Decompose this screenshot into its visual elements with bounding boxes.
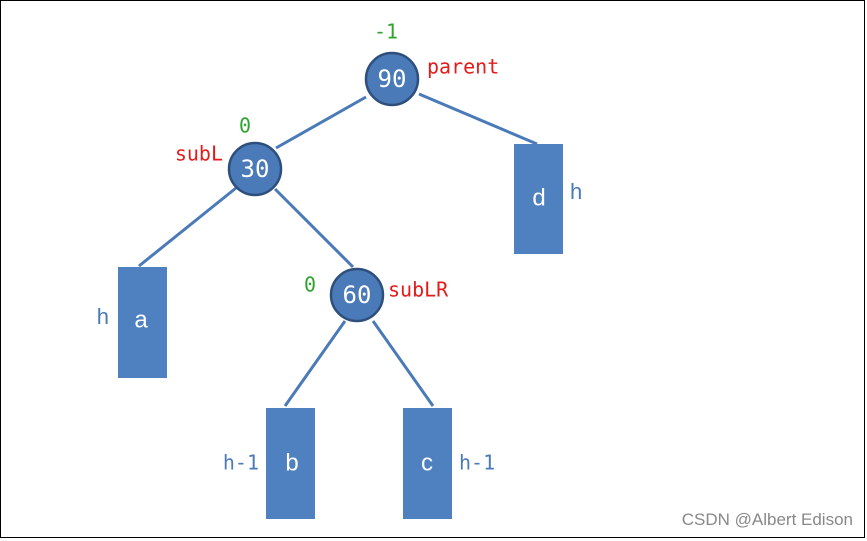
- subtree-a-label: a: [134, 306, 148, 333]
- subtree-c-box: [403, 408, 452, 519]
- edge-90-d: [418, 92, 538, 146]
- subtree-a-box: [118, 267, 167, 378]
- subtree-d-height: h: [570, 179, 582, 204]
- subtree-c-height: h-1: [459, 451, 495, 475]
- subtree-c: c h-1: [403, 408, 495, 519]
- tree-edges: [138, 92, 538, 407]
- node-30-pointer: subL: [175, 142, 223, 166]
- subtree-b-height: h-1: [223, 451, 259, 475]
- subtree-a: a h: [97, 267, 167, 378]
- node-60-pointer: subLR: [388, 278, 449, 302]
- subtree-b-label: b: [285, 449, 298, 476]
- watermark-text: CSDN @Albert Edison: [682, 510, 853, 529]
- node-90-pointer: parent: [427, 55, 499, 79]
- node-60-balance: 0: [304, 273, 316, 297]
- node-90: 90 -1 parent: [364, 20, 499, 107]
- subtree-a-height: h: [97, 304, 109, 329]
- node-30-value: 30: [241, 155, 270, 183]
- node-30: 30 0 subL: [175, 114, 283, 197]
- subtree-b-box: [266, 408, 315, 519]
- subtree-b: b h-1: [223, 408, 315, 519]
- edge-90-30: [275, 95, 367, 150]
- node-60: 60 0 subLR: [304, 267, 449, 323]
- subtree-d-label: d: [532, 184, 545, 211]
- subtree-c-label: c: [421, 449, 433, 476]
- node-30-balance: 0: [239, 114, 251, 138]
- subtree-d: d h: [514, 144, 582, 254]
- edge-30-a: [138, 186, 237, 268]
- node-30-circle: [227, 141, 283, 197]
- edge-60-c: [371, 320, 435, 407]
- node-90-balance: -1: [374, 20, 398, 44]
- subtree-d-box: [514, 144, 563, 254]
- node-90-value: 90: [378, 65, 407, 93]
- edge-30-60: [273, 187, 355, 269]
- node-90-circle: [364, 51, 420, 107]
- edge-60-b: [283, 320, 347, 407]
- node-60-circle: [329, 267, 385, 323]
- node-60-value: 60: [343, 281, 372, 309]
